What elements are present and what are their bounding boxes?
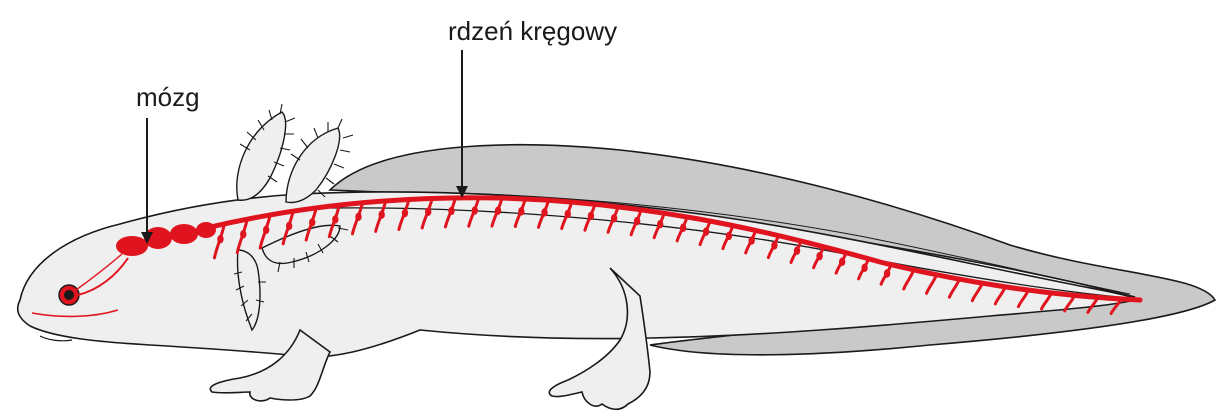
spinal-ganglion (726, 232, 732, 240)
spinal-ganglion (588, 212, 594, 220)
spinal-ganglion (634, 217, 640, 225)
spinal-ganglion (355, 213, 361, 221)
spinal-ganglion (425, 208, 431, 216)
spinal-ganglion (839, 258, 845, 266)
spinal-ganglion (816, 252, 822, 260)
spinal-ganglion (884, 269, 890, 277)
spinal-ganglion (771, 241, 777, 249)
spinal-ganglion (657, 220, 663, 228)
spinal-ganglion (680, 224, 686, 232)
spinal-ganglion (749, 236, 755, 244)
spinal-ganglion (332, 215, 338, 223)
spinal-ganglion (703, 227, 709, 235)
spinal-ganglion (217, 235, 223, 243)
spinal-ganglion (518, 207, 524, 215)
spinal-ganglion (565, 210, 571, 218)
spinal-ganglion (611, 214, 617, 222)
spinal-ganglion (472, 206, 478, 214)
spinal-cord-label: rdzeń kręgowy (448, 18, 617, 44)
spinal-ganglion (794, 246, 800, 254)
spinal-ganglion (495, 206, 501, 214)
spinal-ganglion (309, 218, 315, 226)
eye (59, 285, 79, 305)
spinal-ganglion (402, 209, 408, 217)
spinal-ganglion (240, 230, 246, 238)
spinal-ganglion (378, 210, 384, 218)
spinal-ganglion (448, 207, 454, 215)
spinal-ganglion (286, 222, 292, 230)
spinal-ganglion (541, 208, 547, 216)
spinal-ganglion (263, 226, 269, 234)
spinal-ganglion (861, 264, 867, 272)
brain-label: mózg (136, 84, 200, 110)
